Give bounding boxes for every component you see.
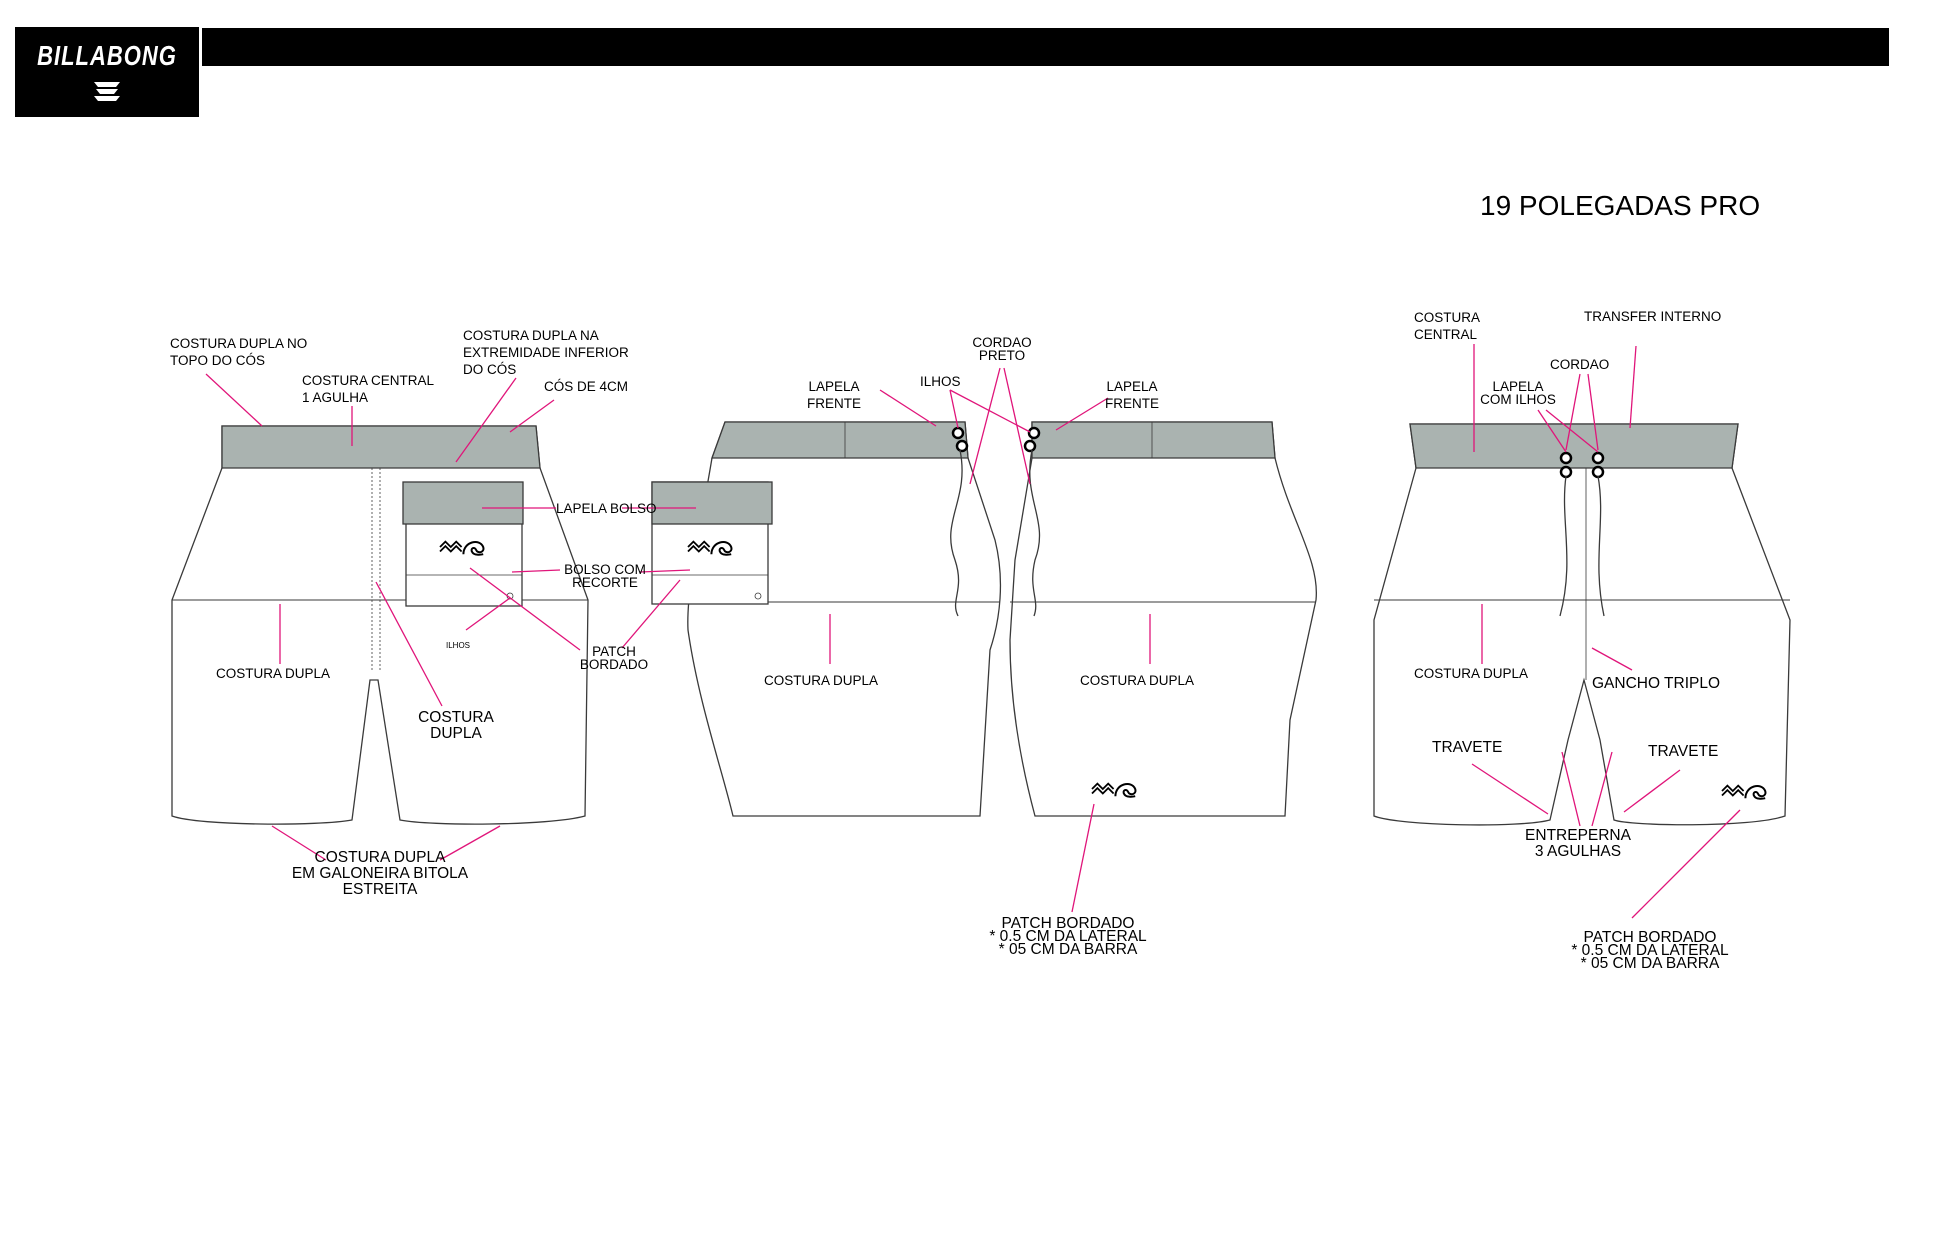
label-costura-dupla-extremidade: COSTURA DUPLA NA EXTREMIDADE INFERIOR DO…: [463, 328, 629, 377]
back-view: [171, 425, 589, 825]
label-travete-left: TRAVETE: [1432, 739, 1503, 756]
callout-lines: [205, 344, 1741, 919]
label-costura-dupla-front-right: COSTURA DUPLA: [1080, 673, 1195, 688]
label-costura-dupla-topo: COSTURA DUPLA NO TOPO DO CÓS: [170, 336, 308, 368]
label-costura-dupla-back-mid: COSTURA DUPLA: [418, 709, 494, 742]
label-travete-right: TRAVETE: [1648, 743, 1719, 760]
label-gancho-triplo: GANCHO TRIPLO: [1592, 675, 1721, 692]
brand-logo: BILLABONG: [15, 27, 199, 117]
label-lapela-bolso: LAPELA BOLSO: [556, 501, 657, 516]
label-transfer-interno: TRANSFER INTERNO: [1584, 309, 1722, 324]
page-title: 19 POLEGADAS PRO: [1480, 190, 1761, 221]
label-costura-dupla-inside: COSTURA DUPLA: [1414, 666, 1529, 681]
label-patch-bordado-back: PATCH BORDADO: [579, 644, 649, 672]
header-bar: [202, 28, 1889, 66]
label-costura-galoneira: COSTURA DUPLA EM GALONEIRA BITOLA ESTREI…: [291, 849, 469, 898]
inside-view: [1373, 423, 1791, 826]
label-bolso-recorte: BOLSO COM RECORTE: [564, 562, 646, 590]
label-cos-4cm: CÓS DE 4CM: [544, 379, 629, 394]
label-patch-bordado-front: PATCH BORDADO * 0.5 CM DA LATERAL * 05 C…: [989, 915, 1147, 958]
front-view: [651, 421, 1317, 817]
brand-logo-text: BILLABONG: [37, 39, 177, 71]
label-costura-central-inside: COSTURA CENTRAL: [1414, 310, 1481, 342]
label-entreperna: ENTREPERNA 3 AGULHAS: [1525, 827, 1631, 860]
label-ilhos-front: ILHOS: [920, 374, 961, 389]
label-lapela-frente-left: LAPELA FRENTE: [807, 379, 861, 411]
label-ilhos-back: ILHOS: [446, 641, 471, 650]
brand-mark-icon: [94, 82, 120, 101]
label-costura-dupla-front-left: COSTURA DUPLA: [764, 673, 879, 688]
label-cordao-preto: CORDAO PRETO: [972, 335, 1032, 363]
label-costura-central: COSTURA CENTRAL 1 AGULHA: [302, 373, 435, 405]
label-lapela-ilhos: LAPELA COM ILHOS: [1480, 379, 1556, 407]
label-costura-dupla-back-left: COSTURA DUPLA: [216, 666, 331, 681]
label-lapela-frente-right: LAPELA FRENTE: [1105, 379, 1159, 411]
label-patch-bordado-inside: PATCH BORDADO * 0.5 CM DA LATERAL * 05 C…: [1571, 929, 1729, 972]
label-cordao-inside: CORDAO: [1550, 357, 1610, 372]
